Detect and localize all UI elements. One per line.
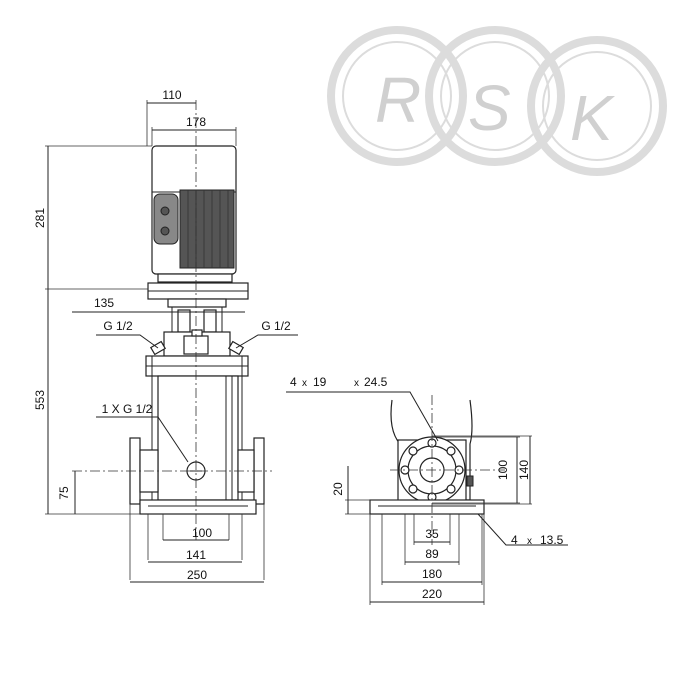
dim-100: 100 — [192, 526, 212, 540]
dim-base-20: 20 — [331, 482, 345, 496]
dim-drain: 1 X G 1/2 — [102, 402, 153, 416]
dim-75: 75 — [57, 486, 71, 500]
dim-281: 281 — [33, 208, 47, 228]
dim-250: 250 — [187, 568, 207, 582]
logo-letter-r: R — [375, 64, 421, 136]
dim-vent-right: G 1/2 — [261, 319, 291, 333]
dim-178: 178 — [186, 115, 206, 129]
dim-side-35: 35 — [425, 527, 439, 541]
dim-holes-x1: x — [302, 378, 307, 389]
dim-holes-24-5: 24.5 — [364, 375, 388, 389]
dim-vent-left: G 1/2 — [103, 319, 133, 333]
dim-base-holes-x: x — [527, 536, 532, 547]
pump-side-view — [369, 399, 485, 515]
rsk-watermark-logo: R S K — [327, 26, 667, 176]
dim-side-180: 180 — [422, 567, 442, 581]
pump-body-front-view — [129, 375, 265, 515]
dim-flange-100: 100 — [496, 460, 510, 480]
dimension-labels: 110 178 281 135 G 1/2 G 1/2 553 1 X G 1/… — [33, 88, 564, 601]
motor-front-view — [147, 145, 249, 300]
dim-553: 553 — [33, 390, 47, 410]
dim-holes-count: 4 — [290, 375, 297, 389]
logo-letter-s: S — [468, 72, 511, 144]
dim-holes-19: 19 — [313, 375, 327, 389]
pump-head-front-view — [145, 298, 249, 377]
side-view-dimension-lines — [286, 391, 568, 603]
dim-holes-x2: x — [354, 378, 359, 389]
front-view-guides — [45, 100, 272, 580]
logo-letter-k: K — [570, 82, 616, 154]
dim-side-220: 220 — [422, 587, 442, 601]
dim-base-holes-13-5: 13.5 — [540, 533, 564, 547]
front-view-dimension-lines — [47, 102, 298, 583]
dim-flange-140: 140 — [517, 460, 531, 480]
dim-141: 141 — [186, 548, 206, 562]
dim-135: 135 — [94, 296, 114, 310]
dim-side-89: 89 — [425, 547, 439, 561]
side-view-guides — [345, 395, 532, 605]
dim-110: 110 — [162, 88, 181, 102]
dim-base-holes-count: 4 — [511, 533, 518, 547]
